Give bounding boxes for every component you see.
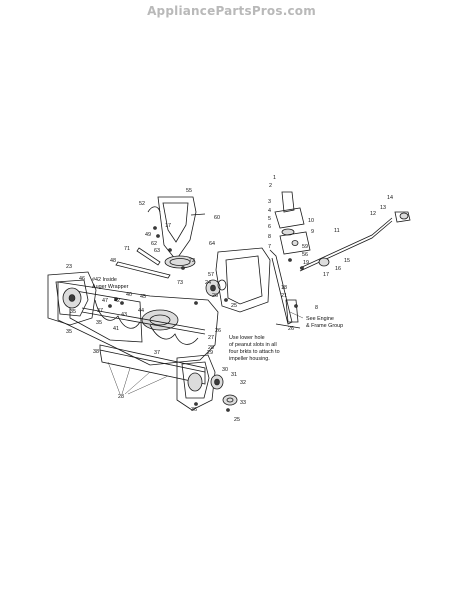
note-line: Use lower hole [229,335,265,341]
note-line: impeller housing. [229,356,270,362]
part-label: 41 [113,326,119,332]
part-label: 10 [308,218,314,224]
note-lower-hole: Use lower hole of peanut slots in all fo… [229,335,280,362]
note-line: #42 Inside [92,277,117,283]
part-label: 37 [154,350,160,356]
control-linkage [269,249,301,329]
part-label: 37 [97,308,103,314]
part-label: 60 [214,215,220,221]
part-label: 38 [93,349,99,355]
part-label: 48 [110,258,116,264]
part-label: 56 [302,252,308,258]
part-label: 28 [208,345,214,351]
auger-housing [57,281,219,366]
part-label: 17 [323,272,329,278]
note-line: Auger Wrapper [92,284,129,290]
part-label: 15 [344,258,350,264]
part-label: 44 [138,308,144,314]
part-label: 12 [370,211,376,217]
part-label: 52 [139,201,145,207]
note-see-engine: See Engine & Frame Group [289,311,343,329]
right-side-plate [176,354,216,411]
part-label: 35 [66,329,72,335]
left-side-plate [47,271,97,326]
part-label: 63 [154,248,160,254]
note-line: of peanut slots in all [229,342,277,348]
note-line: & Frame Group [306,323,343,329]
part-label: 35 [70,309,76,315]
discharge-chute [147,196,206,269]
hardware-bolts [108,226,304,412]
part-label: 26 [212,293,218,299]
part-label: 23 [66,264,72,270]
part-label: 62 [151,241,157,247]
part-label: 55 [186,188,192,194]
part-label: 57 [208,272,214,278]
part-label: 13 [380,205,386,211]
part-label: 35 [96,320,102,326]
part-label: 4 [268,208,271,214]
part-label: 6 [268,224,271,230]
part-label: 47 [102,298,108,304]
part-label: 45 [140,294,146,300]
part-label: 73 [177,280,183,286]
part-label: 29 [207,350,213,356]
part-number-labels: 1 2 3 4 5 6 7 8 8 9 10 11 12 13 14 15 16… [66,175,393,423]
part-label: 2 [269,183,272,189]
part-label: 14 [387,195,393,201]
part-label: 30 [222,367,228,373]
part-label: 43 [121,312,127,318]
part-label: 5 [268,216,271,222]
part-label: 16 [335,266,341,272]
part-label: 24 [205,280,211,286]
part-label: 42 [114,298,120,304]
skid-shoe-leaders [107,361,169,395]
note-line: See Engine [306,316,334,322]
chute-crank-bracket [274,191,311,255]
part-label: 8 [268,234,271,240]
part-label: 8 [315,305,318,311]
part-label: 11 [334,228,340,234]
impeller-housing [205,247,271,313]
part-label: 36 [191,407,197,413]
auger-shaft [81,299,206,345]
site-watermark: AppliancePartsPros.com [147,4,316,18]
shift-rod [299,211,411,272]
part-label: 59 [302,244,308,250]
part-label: 28 [118,394,124,400]
part-label: 21 [281,293,287,299]
part-label: 72 [189,258,195,264]
part-label: 27 [208,335,214,341]
part-label: 46 [79,276,85,282]
part-label: 19 [303,260,309,266]
part-label: 7 [268,244,271,250]
part-label: 40 [126,292,132,298]
part-label: 31 [231,372,237,378]
part-label: 25 [231,303,237,309]
part-label: 26 [215,328,221,334]
part-label: 26 [288,326,294,332]
part-label: 71 [124,246,130,252]
part-label: 17 [165,223,171,229]
part-label: 3 [268,199,271,205]
part-label: 33 [240,400,246,406]
part-label: 1 [273,175,276,181]
deflector-rods [115,247,171,279]
part-label: 32 [240,380,246,386]
note-inside-auger-wrapper: #42 Inside Auger Wrapper [92,277,129,290]
part-label: 9 [311,229,314,235]
scraper-bar [99,344,206,385]
part-label: 18 [281,285,287,291]
part-label: 64 [209,241,215,247]
part-label: 25 [234,417,240,423]
note-line: four brkts to attach to [229,349,280,355]
bearing-pulley-group [210,374,238,406]
part-label: 49 [145,232,151,238]
